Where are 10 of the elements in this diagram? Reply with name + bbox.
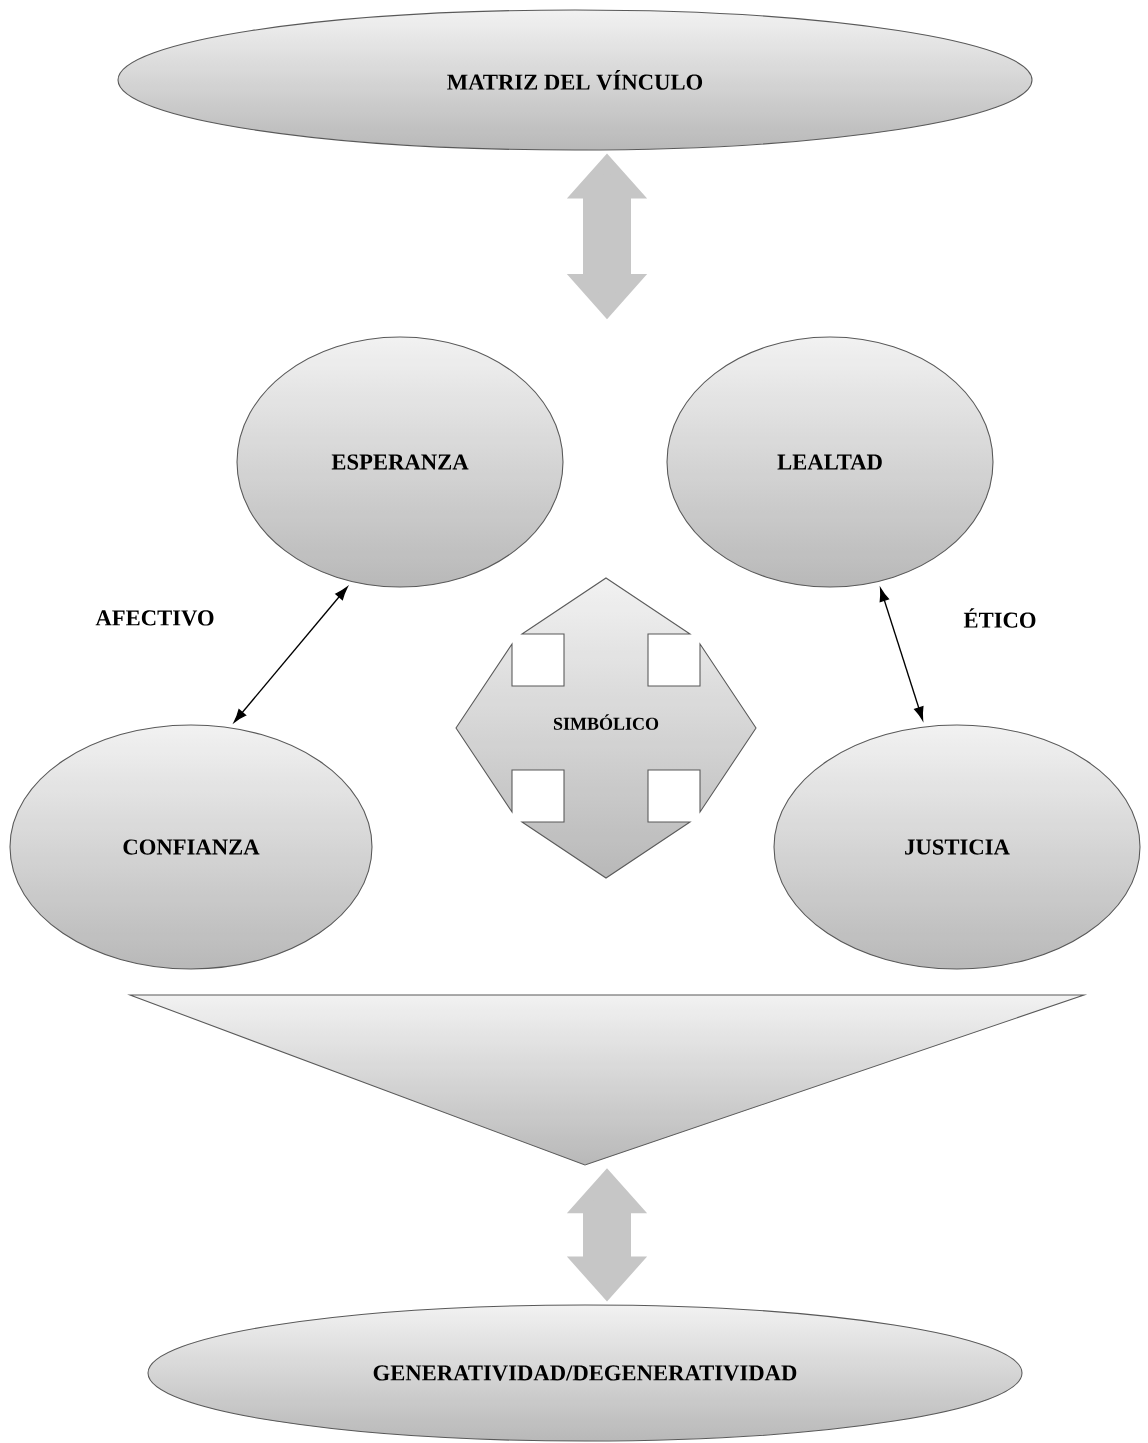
ellipse-node: LEALTAD	[666, 336, 994, 588]
ellipse-node: GENERATIVIDAD/DEGENERATIVIDAD	[147, 1304, 1023, 1442]
ellipse-node: MATRIZ DEL VÍNCULO	[117, 9, 1033, 151]
side-label: ÉTICO	[963, 608, 1036, 628]
arrow	[879, 587, 924, 721]
ellipse-node: CONFIANZA	[9, 724, 373, 970]
ellipse-node: JUSTICIA	[773, 724, 1141, 970]
ellipse-node: ESPERANZA	[236, 336, 564, 588]
arrow	[233, 586, 348, 723]
side-label: AFECTIVO	[95, 610, 214, 626]
